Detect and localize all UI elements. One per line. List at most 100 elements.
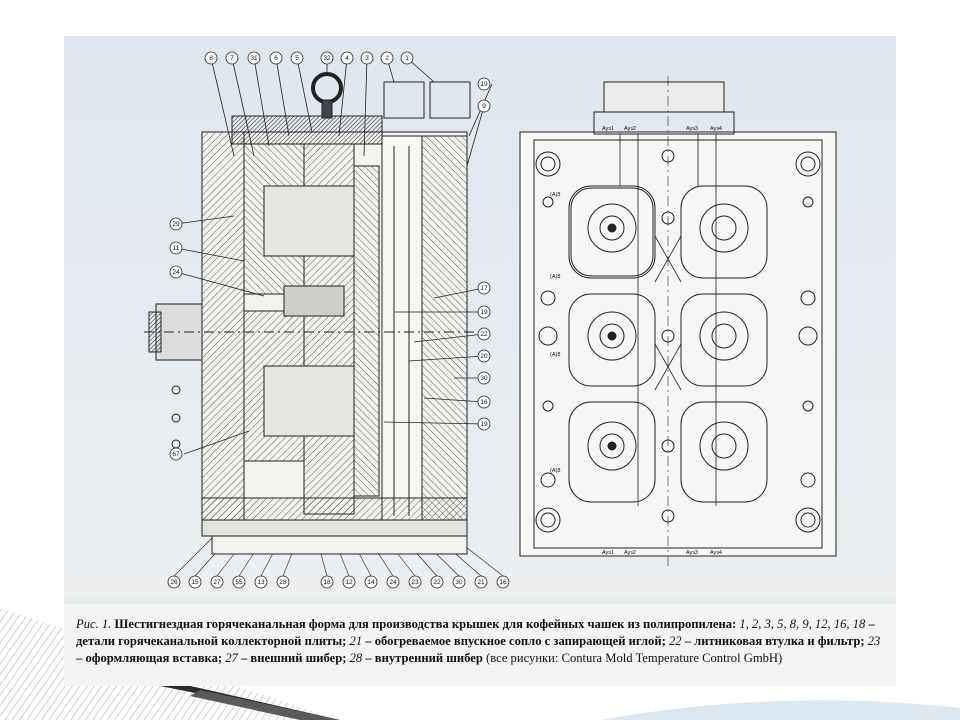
sectional-view bbox=[144, 72, 474, 555]
cavity-grid bbox=[568, 185, 768, 503]
plan-label-bottom: Ауз4 bbox=[710, 550, 722, 556]
plan-label-top: Ауз1 bbox=[602, 126, 614, 132]
svg-text:15: 15 bbox=[191, 579, 199, 586]
callout-top-1: 1 bbox=[400, 51, 414, 65]
callout-top-32: 32 bbox=[320, 51, 334, 65]
svg-text:2: 2 bbox=[385, 55, 389, 62]
svg-text:22: 22 bbox=[433, 579, 441, 586]
svg-text:16: 16 bbox=[480, 399, 488, 406]
callout-bottom-23: 23 bbox=[408, 575, 422, 589]
svg-text:55: 55 bbox=[235, 579, 243, 586]
figure-caption: Рис. 1. Шестигнездная горячеканальная фо… bbox=[64, 604, 896, 686]
svg-text:30: 30 bbox=[455, 579, 463, 586]
caption-dash: – bbox=[865, 617, 875, 631]
svg-text:24: 24 bbox=[172, 269, 180, 276]
svg-text:5: 5 bbox=[295, 55, 299, 62]
callout-bottom-30: 30 bbox=[452, 575, 466, 589]
svg-text:19: 19 bbox=[480, 81, 488, 88]
callout-side-17: 17 bbox=[477, 281, 491, 295]
svg-text:3: 3 bbox=[365, 55, 369, 62]
svg-text:20: 20 bbox=[480, 353, 488, 360]
callout-top-31: 31 bbox=[247, 51, 261, 65]
svg-text:14: 14 bbox=[367, 579, 375, 586]
caption-desc-1: детали горячеканальной коллекторной плит… bbox=[76, 634, 347, 648]
callout-side-19: 19 bbox=[477, 305, 491, 319]
svg-text:9: 9 bbox=[482, 103, 486, 110]
caption-num-23: 23 bbox=[867, 634, 881, 648]
svg-text:31: 31 bbox=[250, 55, 258, 62]
caption-num-28: 28 bbox=[349, 651, 363, 665]
svg-text:7: 7 bbox=[230, 55, 234, 62]
callout-bottom-22: 22 bbox=[430, 575, 444, 589]
caption-desc-21: – обогреваемое впускное сопло с запирающ… bbox=[362, 634, 666, 648]
caption-suffix: (все рисунки: Contura Mold Temperature C… bbox=[482, 651, 783, 665]
caption-num-27: 27 bbox=[225, 651, 238, 665]
callout-top-7: 7 bbox=[225, 51, 239, 65]
svg-text:1: 1 bbox=[405, 55, 409, 62]
svg-text:19: 19 bbox=[480, 309, 488, 316]
callout-side-19: 19 bbox=[477, 77, 491, 91]
caption-list-nums: 1, 2, 3, 5, 8, 9, 12, 16, 18 bbox=[739, 617, 866, 631]
svg-text:26: 26 bbox=[170, 579, 178, 586]
callout-top-2: 2 bbox=[380, 51, 394, 65]
plan-view bbox=[519, 76, 837, 566]
callout-bottom-18: 18 bbox=[320, 575, 334, 589]
caption-num-21: 21 bbox=[349, 634, 363, 648]
callout-side-30: 30 bbox=[477, 371, 491, 385]
callout-bottom-16: 16 bbox=[496, 575, 510, 589]
svg-text:13: 13 bbox=[257, 579, 265, 586]
svg-text:32: 32 bbox=[323, 55, 331, 62]
plan-label-a8: (A)8 bbox=[550, 468, 560, 474]
svg-text:29: 29 bbox=[172, 221, 180, 228]
callout-top-3: 3 bbox=[360, 51, 374, 65]
caption-desc-23: – оформляющая вставка; bbox=[76, 651, 223, 665]
callout-side-19: 19 bbox=[477, 417, 491, 431]
plan-label-bottom: Ауз1 bbox=[602, 550, 614, 556]
callout-bottom-55: 55 bbox=[232, 575, 246, 589]
callout-top-4: 4 bbox=[340, 51, 354, 65]
caption-num-22: 22 bbox=[668, 634, 682, 648]
svg-text:30: 30 bbox=[480, 375, 488, 382]
svg-text:24: 24 bbox=[389, 579, 397, 586]
svg-text:21: 21 bbox=[477, 579, 485, 586]
callout-bottom-14: 14 bbox=[364, 575, 378, 589]
svg-text:11: 11 bbox=[173, 245, 180, 252]
svg-text:4: 4 bbox=[345, 55, 349, 62]
svg-text:17: 17 bbox=[480, 285, 488, 292]
svg-text:16: 16 bbox=[499, 579, 507, 586]
plan-label-top: Ауз4 bbox=[710, 126, 722, 132]
plan-label-bottom: Ауз3 bbox=[686, 550, 698, 556]
callout-top-6: 6 bbox=[269, 51, 283, 65]
plan-label-top: Ауз3 bbox=[686, 126, 698, 132]
decorative-curve-right bbox=[600, 700, 960, 720]
plan-label-a8: (A)8 bbox=[550, 274, 560, 280]
callout-top-8: 8 bbox=[204, 51, 218, 65]
callout-side-20: 20 bbox=[477, 349, 491, 363]
callout-bottom-26: 26 bbox=[167, 575, 181, 589]
callout-left-67: 67 bbox=[169, 447, 183, 461]
plan-label-bottom: Ауз2 bbox=[624, 550, 636, 556]
svg-text:12: 12 bbox=[345, 579, 353, 586]
svg-text:22: 22 bbox=[480, 331, 488, 338]
svg-text:6: 6 bbox=[274, 55, 278, 62]
callout-bottom-13: 13 bbox=[254, 575, 268, 589]
callout-bottom-12: 12 bbox=[342, 575, 356, 589]
caption-desc-28: – внутренний шибер bbox=[362, 651, 483, 665]
callout-bottom-21: 21 bbox=[474, 575, 488, 589]
callout-side-22: 22 bbox=[477, 327, 491, 341]
svg-text:28: 28 bbox=[279, 579, 287, 586]
callout-bottom-28: 28 bbox=[276, 575, 290, 589]
callout-bottom-27: 27 bbox=[210, 575, 224, 589]
leader-line bbox=[173, 535, 215, 577]
svg-text:23: 23 bbox=[411, 579, 419, 586]
callout-left-11: 11 bbox=[169, 241, 183, 255]
callout-bottom-24: 24 bbox=[386, 575, 400, 589]
plan-label-top: Ауз2 bbox=[624, 126, 636, 132]
callout-left-24: 24 bbox=[169, 265, 183, 279]
mold-drawing: 8731653243211991719222030161929112467261… bbox=[144, 51, 837, 589]
svg-text:19: 19 bbox=[480, 421, 488, 428]
svg-text:18: 18 bbox=[323, 579, 331, 586]
svg-text:8: 8 bbox=[209, 55, 213, 62]
